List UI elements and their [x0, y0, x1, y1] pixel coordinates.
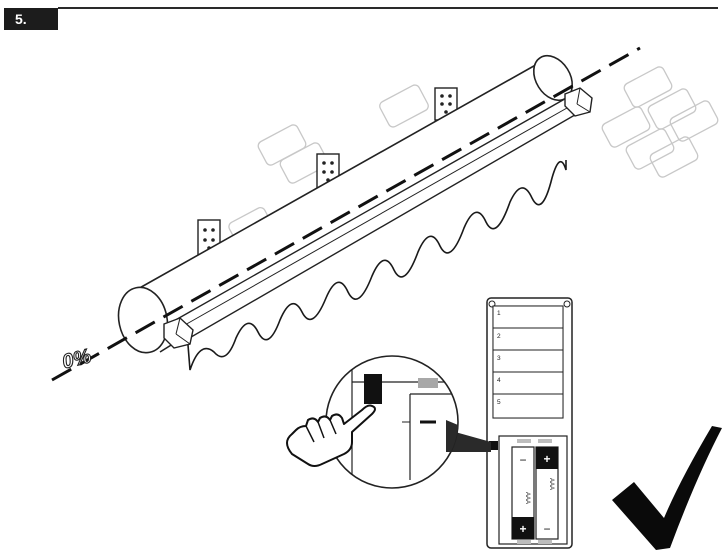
battery-compartment: − + AAA + − AAA: [489, 435, 568, 545]
remote-button-5[interactable]: 5: [492, 393, 564, 419]
battery-plus-label: +: [543, 452, 550, 466]
remote-button-label: 4: [497, 377, 501, 384]
check-mark-icon: [612, 426, 722, 550]
header-rule: [58, 7, 718, 9]
battery-type-label: AAA: [548, 478, 554, 490]
remote-control: 1 2 3 4 5 −: [486, 297, 573, 549]
remote-button-2[interactable]: 2: [492, 327, 564, 351]
step-header: 5.: [0, 0, 725, 32]
battery-left: − + AAA: [511, 446, 535, 540]
remote-button-label: 3: [497, 355, 501, 362]
position-label: 0%: [60, 345, 94, 373]
battery-minus-label: −: [543, 522, 550, 536]
step-number: 5.: [4, 8, 58, 30]
end-cap-left: [163, 317, 194, 349]
remote-button-label: 5: [497, 399, 501, 406]
remote-button-4[interactable]: 4: [492, 371, 564, 395]
battery-right: + − AAA: [535, 446, 559, 540]
remote-button-3[interactable]: 3: [492, 349, 564, 373]
remote-button-label: 1: [497, 310, 501, 317]
fabric-wave: [187, 160, 567, 371]
position-label-group: 0%: [60, 345, 95, 374]
remote-button-label: 2: [497, 333, 501, 340]
end-cap-right: [564, 87, 593, 117]
alignment-axis: [51, 46, 641, 382]
remote-button-1[interactable]: 1: [492, 305, 564, 329]
battery-type-label: AAA: [524, 492, 530, 504]
hand-pointer-icon: [286, 404, 376, 467]
battery-plus-label: +: [519, 522, 526, 536]
battery-minus-label: −: [519, 453, 526, 467]
